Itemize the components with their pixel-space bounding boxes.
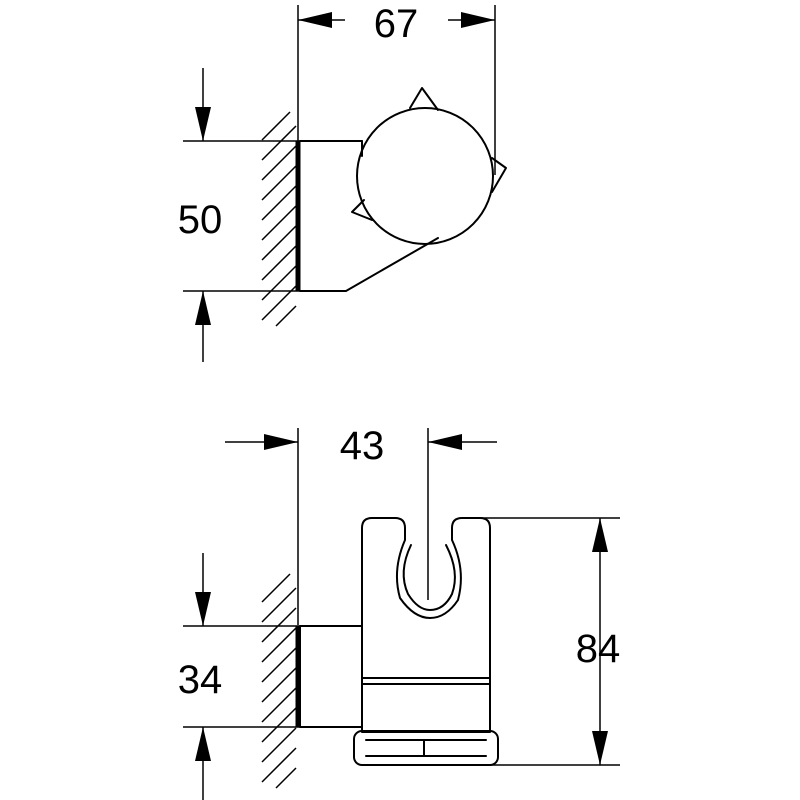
top-view: 67 50: [178, 2, 507, 362]
holder-base-nut: [353, 730, 499, 766]
side-view: 43 34 84: [178, 424, 621, 800]
holder-knob: [356, 107, 494, 245]
dimension-width-67: 67: [297, 2, 496, 290]
mount-block: [299, 625, 363, 728]
dimension-mount-34: 34: [178, 553, 362, 800]
dimension-label-84: 84: [576, 627, 621, 671]
dimension-label-67: 67: [374, 2, 419, 46]
holder-cradle-side: [361, 517, 491, 733]
dimension-offset-43: 43: [225, 424, 497, 625]
wall-top: [261, 111, 301, 327]
dimension-total-84: 84: [480, 517, 621, 766]
dimension-label-50: 50: [178, 198, 223, 242]
wall-side: [261, 573, 301, 789]
dimension-label-34: 34: [178, 658, 223, 702]
holder-body-top: [299, 87, 507, 292]
dimension-label-43: 43: [340, 424, 385, 468]
dimension-height-50: 50: [178, 68, 362, 362]
